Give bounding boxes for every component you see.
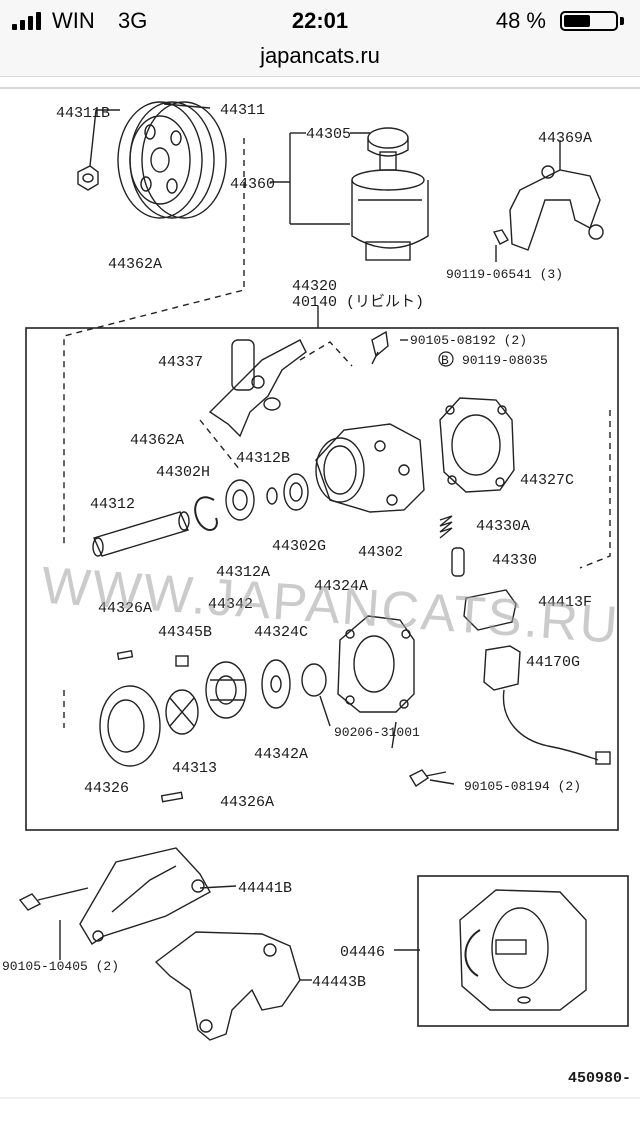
status-bar: WIN 3G 22:01 48 % [0, 0, 640, 40]
sensor-drawing [483, 645, 611, 765]
label-44326a-top[interactable]: 44326A [98, 600, 152, 617]
lower-bracket-b-drawing [154, 931, 301, 1041]
label-44313[interactable]: 44313 [172, 760, 217, 777]
parts-diagram: 44311B 44311 44305 44369A 44360 44362A 9… [0, 76, 640, 1136]
label-44305[interactable]: 44305 [306, 126, 351, 143]
label-b-marker: B [441, 353, 449, 368]
lower-bracket-a-drawing [79, 847, 211, 945]
label-44320[interactable]: 44320 [292, 278, 337, 295]
label-90105-08194[interactable]: 90105-08194 (2) [464, 779, 581, 794]
label-90105-08192[interactable]: 90105-08192 (2) [410, 333, 527, 348]
watermark: WWW.JAPANCATS.RU [40, 557, 622, 655]
label-44342[interactable]: 44342 [208, 596, 253, 613]
label-90119-08035[interactable]: 90119-08035 [462, 353, 548, 368]
label-90206-31001[interactable]: 90206-31001 [334, 725, 420, 740]
reservoir-drawing [351, 127, 429, 261]
label-44312[interactable]: 44312 [90, 496, 135, 513]
signal-icon [12, 12, 41, 30]
gasket-plate-drawing [439, 397, 515, 493]
label-44327c[interactable]: 44327C [520, 472, 574, 489]
figure-number: 450980- [568, 1070, 631, 1087]
label-44330[interactable]: 44330 [492, 552, 537, 569]
label-90119-06541[interactable]: 90119-06541 (3) [446, 267, 563, 282]
battery-percent: 48 % [495, 8, 546, 33]
label-44326a[interactable]: 44326A [220, 794, 274, 811]
clock: 22:01 [291, 8, 349, 33]
label-44324c[interactable]: 44324C [254, 624, 308, 641]
bracket-drawing [492, 165, 604, 251]
label-44312b[interactable]: 44312B [236, 450, 290, 467]
link-bracket-drawing [208, 339, 307, 438]
label-44337[interactable]: 44337 [158, 354, 203, 371]
nut-drawing [77, 165, 99, 191]
label-44441b[interactable]: 44441B [238, 880, 292, 897]
battery-tip [620, 17, 624, 25]
shaft-drawing [92, 511, 190, 557]
label-44302g[interactable]: 44302G [272, 538, 326, 555]
address-bar[interactable]: japancats.ru [0, 40, 640, 77]
label-44312a[interactable]: 44312A [216, 564, 270, 581]
label-44311b[interactable]: 44311B [56, 105, 110, 122]
label-44360[interactable]: 44360 [230, 176, 275, 193]
label-44302h[interactable]: 44302H [156, 464, 210, 481]
label-40140[interactable]: 40140 (リビルト) [292, 293, 424, 311]
label-44362a-top[interactable]: 44362A [108, 256, 162, 273]
label-44330a[interactable]: 44330A [476, 518, 530, 535]
label-44369a[interactable]: 44369A [538, 130, 592, 147]
url-text[interactable]: japancats.ru [260, 43, 380, 68]
pulley-drawing [117, 101, 227, 219]
kit-drawing [459, 889, 587, 1011]
label-44324a[interactable]: 44324A [314, 578, 368, 595]
label-44345b[interactable]: 44345B [158, 624, 212, 641]
rotor-plate-drawing [205, 661, 247, 719]
label-44302[interactable]: 44302 [358, 544, 403, 561]
label-44413f[interactable]: 44413F [538, 594, 592, 611]
label-04446[interactable]: 04446 [340, 944, 385, 961]
label-44342a[interactable]: 44342A [254, 746, 308, 763]
parts-diagram-svg: 44311B 44311 44305 44369A 44360 44362A 9… [0, 87, 640, 1099]
battery-icon [560, 11, 618, 31]
label-44311[interactable]: 44311 [220, 102, 265, 119]
network-type: 3G [118, 8, 148, 33]
carrier-name: WIN [52, 8, 95, 33]
label-44326[interactable]: 44326 [84, 780, 129, 797]
pump-housing-drawing [315, 423, 425, 513]
label-44443b[interactable]: 44443B [312, 974, 366, 991]
label-44170g[interactable]: 44170G [526, 654, 580, 671]
label-90105-10405[interactable]: 90105-10405 (2) [2, 959, 119, 974]
rear-housing-drawing [337, 615, 415, 713]
label-44362a[interactable]: 44362A [130, 432, 184, 449]
